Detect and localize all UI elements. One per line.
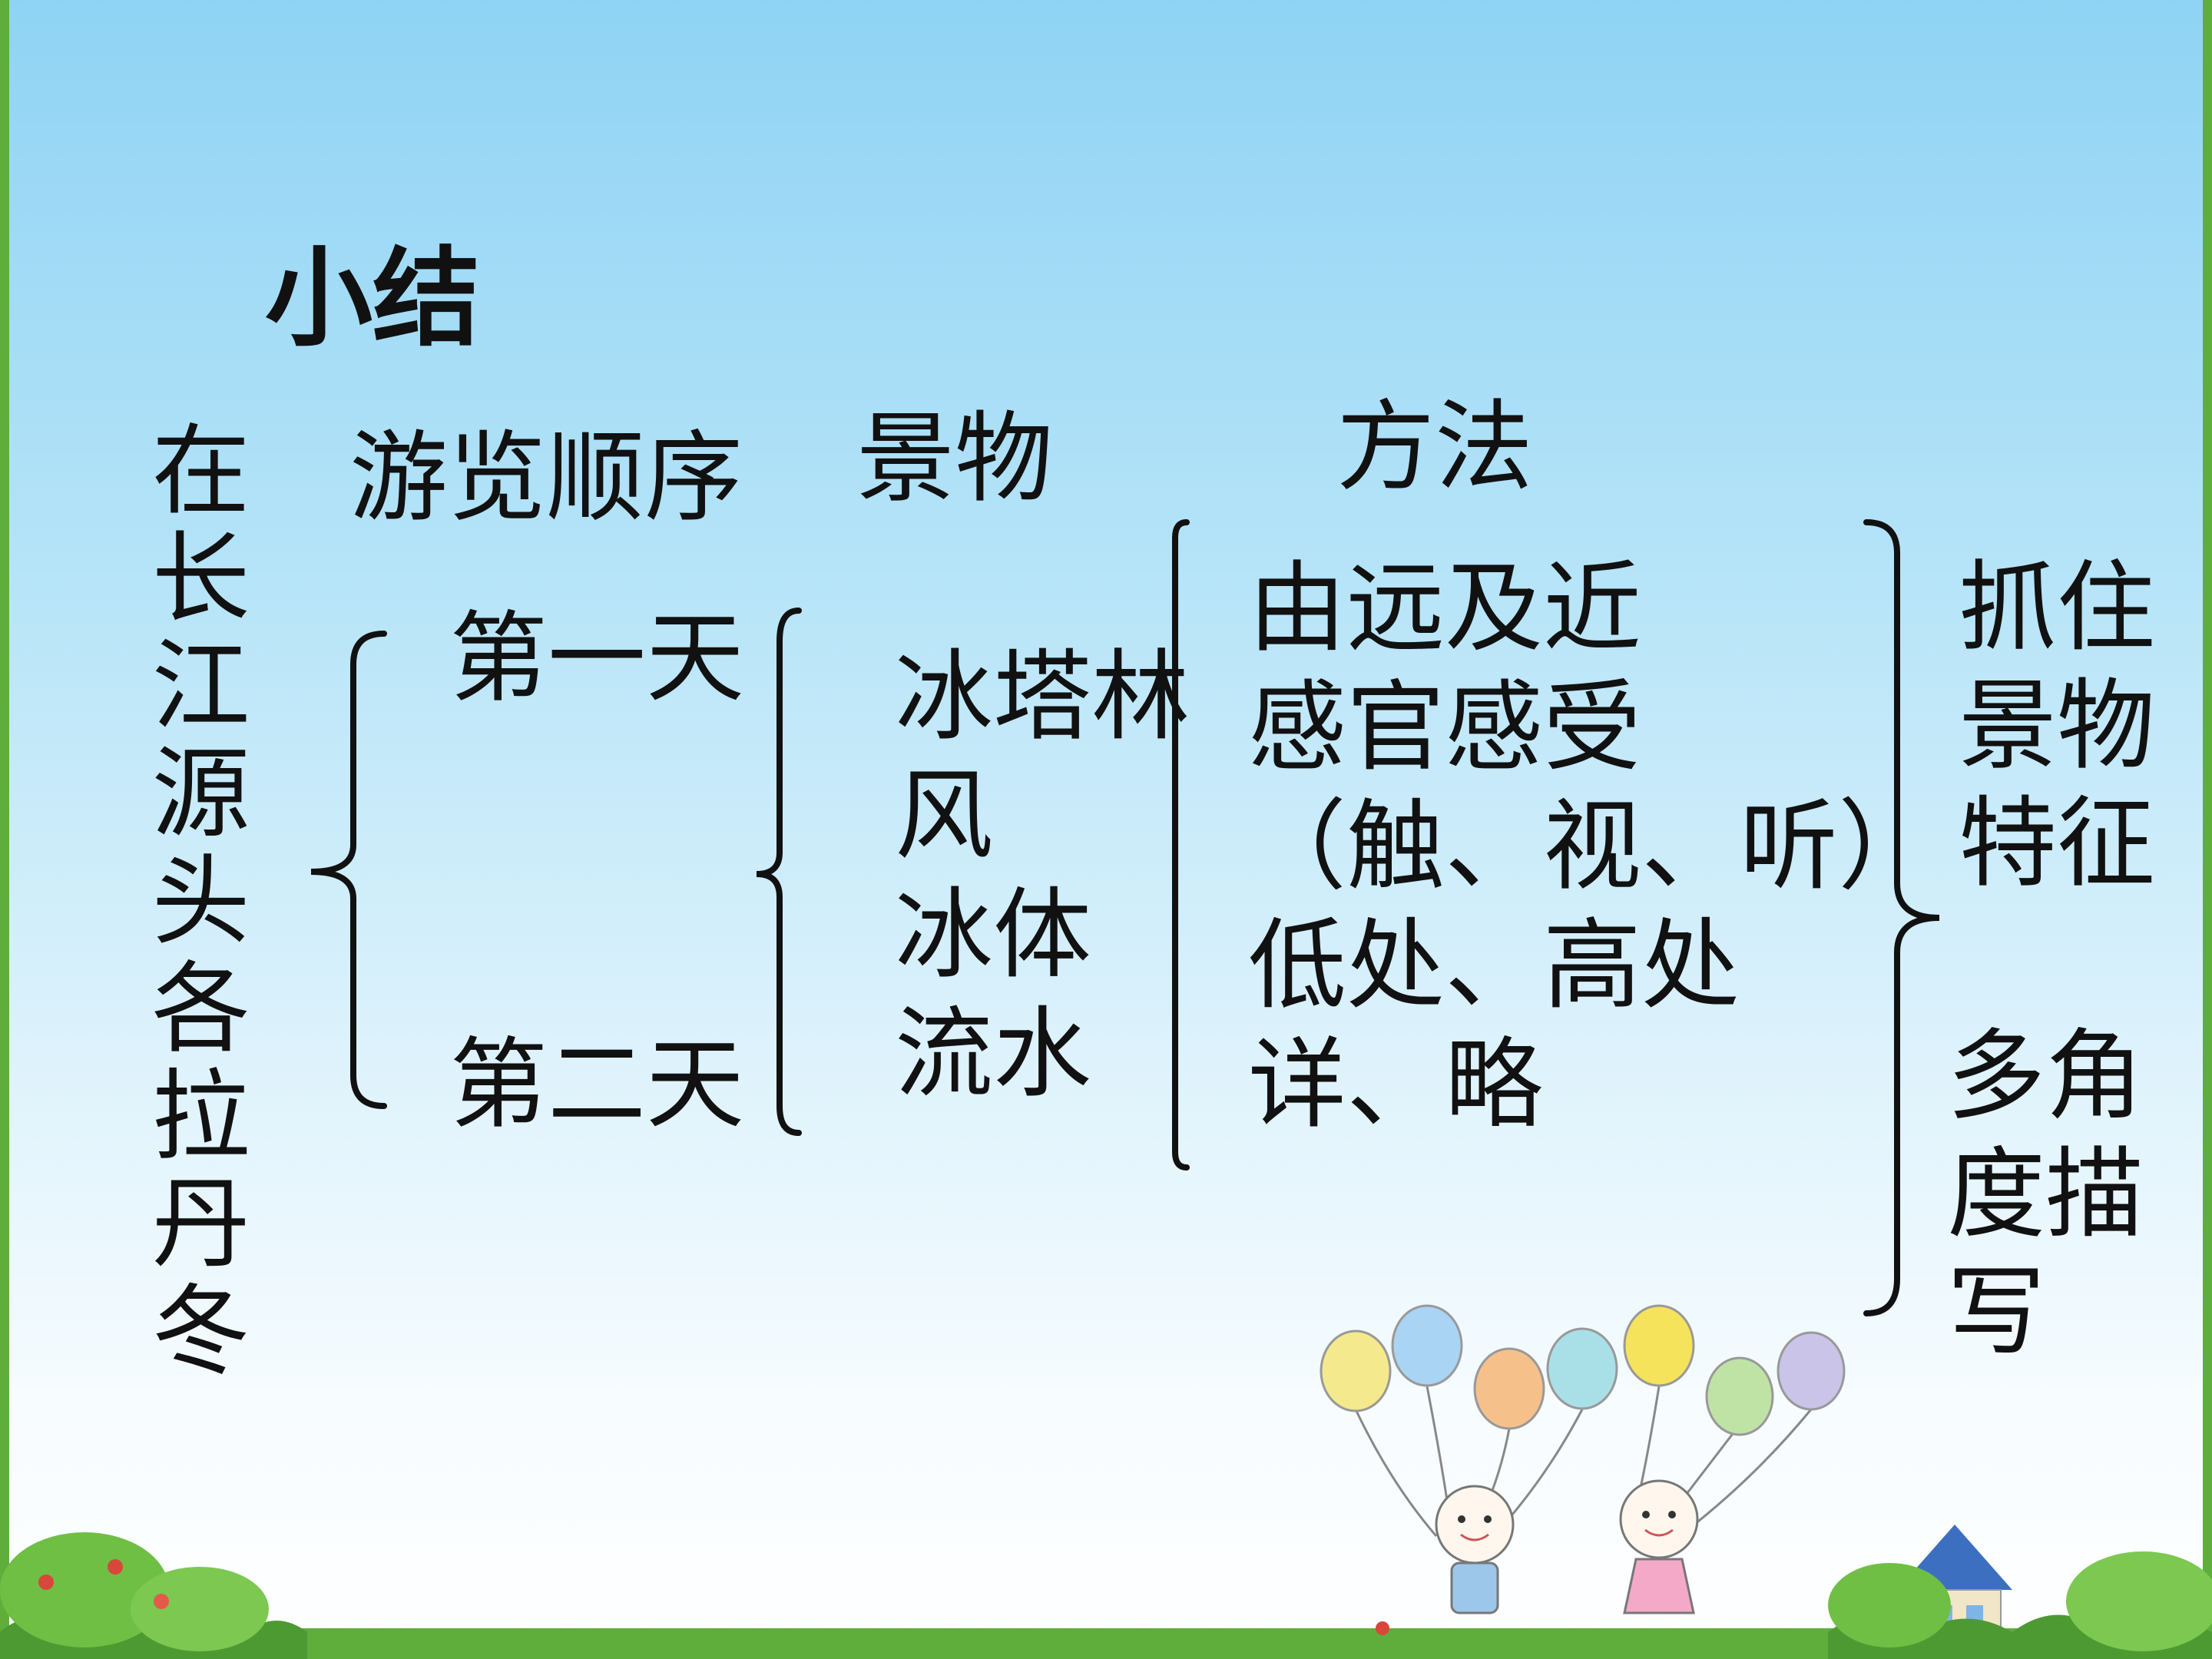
grass-border <box>0 1532 2212 1659</box>
side-caption: 在长江源头各拉丹冬 <box>134 419 249 1386</box>
summary-first: 抓住 景物 特征 <box>1959 551 2156 902</box>
left-border <box>0 0 9 1659</box>
bracket-methods-left <box>1172 519 1190 1171</box>
header-scenery: 景物 <box>856 402 1054 516</box>
header-order: 游览顺序 <box>349 421 743 535</box>
bracket-scenery <box>756 608 802 1136</box>
balloon <box>1623 1304 1695 1387</box>
day-first: 第一天 <box>449 601 745 716</box>
balloon <box>1473 1347 1545 1430</box>
balloon <box>1546 1327 1618 1410</box>
scenery-item: 冰塔林 <box>895 640 1190 754</box>
slide-title: 小结 <box>265 237 481 362</box>
balloon <box>1777 1331 1846 1411</box>
child-figure-girl <box>1619 1479 1699 1614</box>
method-item: 感官感受 <box>1248 671 1642 785</box>
method-item: 低处、高处 <box>1248 909 1740 1023</box>
child-figure-boy <box>1435 1485 1515 1614</box>
method-item: （触、视、听） <box>1248 790 1937 904</box>
balloon <box>1391 1304 1463 1387</box>
scenery-item: 冰体 <box>895 878 1092 992</box>
scenery-item: 风 <box>895 759 994 873</box>
balloons-group <box>1320 1304 1846 1541</box>
day-second: 第二天 <box>449 1028 745 1142</box>
summary-second: 多角 度描 写 <box>1947 1019 2144 1370</box>
header-method: 方法 <box>1336 390 1534 505</box>
method-item: 由远及近 <box>1248 551 1642 666</box>
bracket-days <box>310 631 387 1109</box>
method-item: 详、略 <box>1248 1028 1544 1142</box>
scenery-item: 流水 <box>895 997 1092 1111</box>
balloon <box>1705 1356 1774 1436</box>
bracket-right <box>1863 519 1940 1316</box>
right-border <box>2203 0 2212 1659</box>
balloon <box>1320 1330 1392 1412</box>
